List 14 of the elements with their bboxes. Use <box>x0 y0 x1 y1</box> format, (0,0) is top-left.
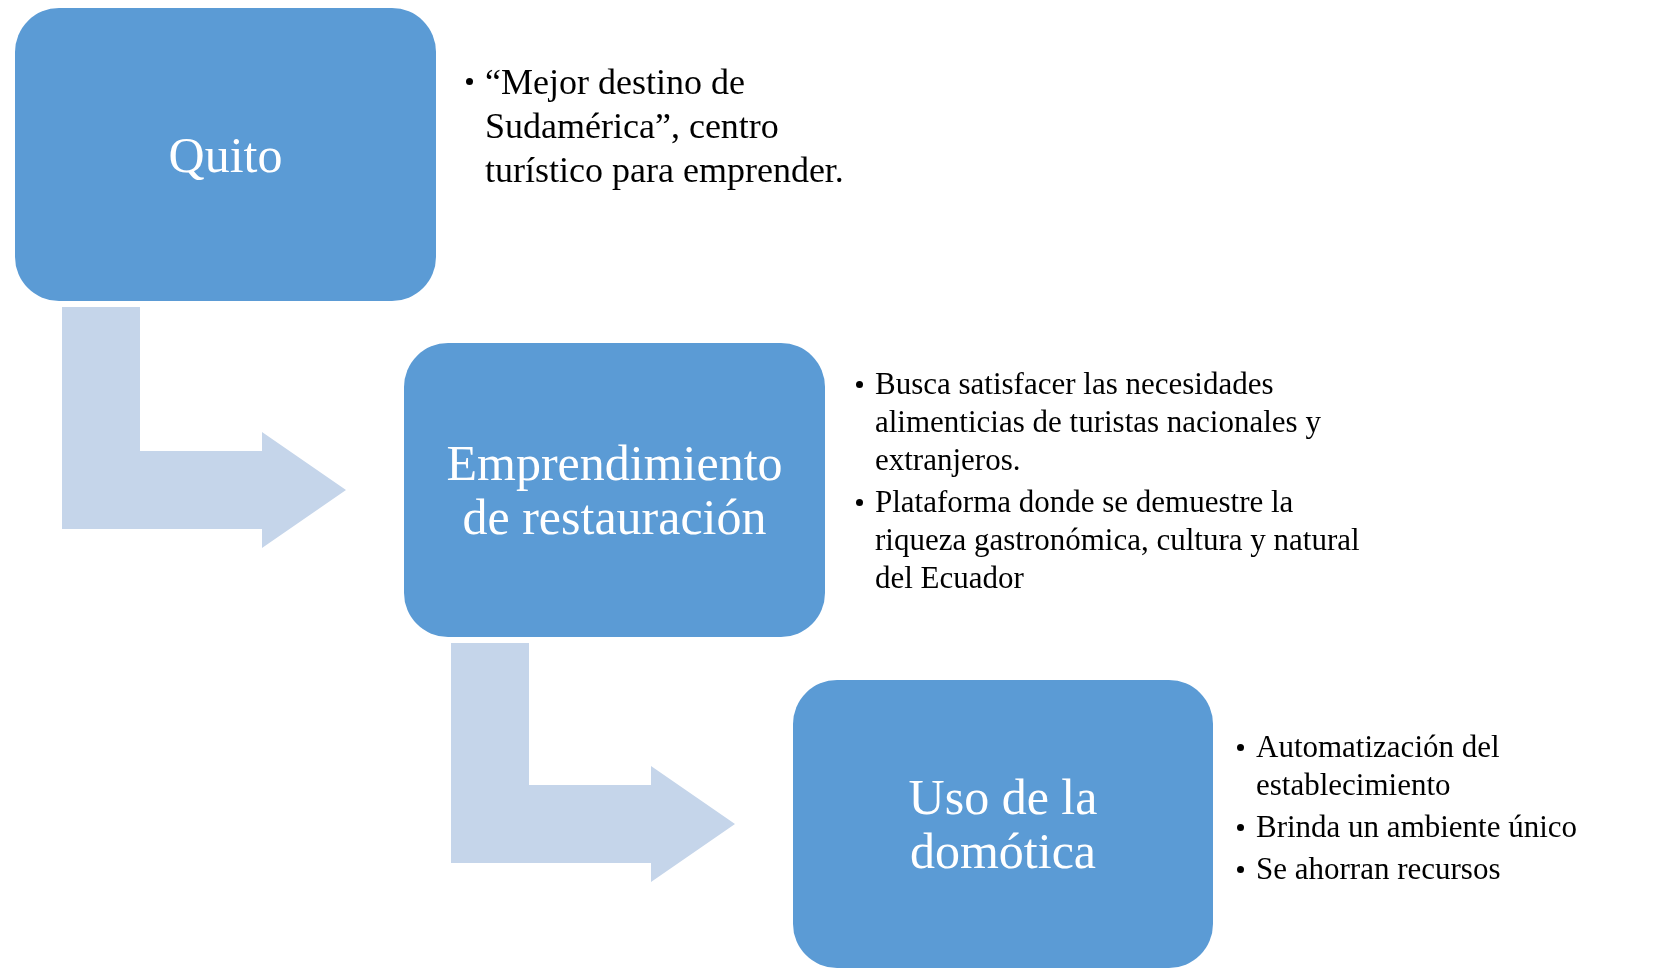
bullet-text: Busca satisfacer las necesidades alimenticias de turistas nacionales y extranjeros. <box>875 365 1322 479</box>
process-box <box>793 680 1213 968</box>
bent-arrow <box>62 307 346 548</box>
process-box <box>15 8 436 301</box>
process-box <box>404 343 825 637</box>
bullet-text: Brinda un ambiente único <box>1256 808 1578 846</box>
bullet-text: “Mejor destino de Sudamérica”, centro turístico para emprender. <box>485 61 845 192</box>
bullet-text: Se ahorran recursos <box>1256 850 1501 888</box>
bent-arrow <box>451 643 735 882</box>
box-title: Quito <box>168 127 283 182</box>
bullet-text: Plataforma donde se demuestre la riqueza gastronómica, cultura y natural del Ecuador <box>875 483 1361 597</box>
bullet-text: Automatización del establecimiento <box>1256 728 1501 804</box>
box-title: Emprendimiento de restauración <box>446 436 783 544</box>
box-title: Uso de la domótica <box>907 770 1099 878</box>
